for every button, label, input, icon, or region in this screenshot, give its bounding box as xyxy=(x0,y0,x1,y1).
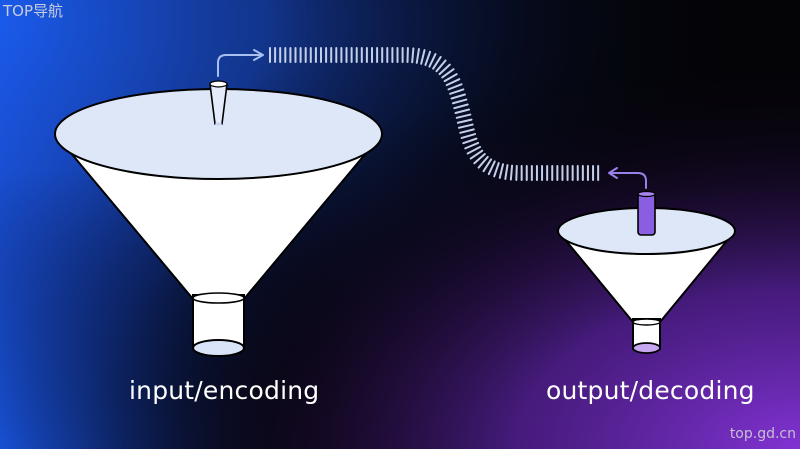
input-encoding-label: input/encoding xyxy=(129,376,320,405)
stream-dash xyxy=(477,155,489,169)
stream-dash xyxy=(509,164,514,181)
stream-dash xyxy=(464,141,480,150)
output-decoding-label: output/decoding xyxy=(546,376,755,405)
stream-dash xyxy=(450,93,466,100)
stream-dash xyxy=(487,160,496,176)
stream-dash xyxy=(469,149,484,160)
stream-dash xyxy=(473,153,486,165)
watermark-top-left: TOP导航 xyxy=(3,2,64,20)
output-rod xyxy=(637,193,656,236)
input-funnel xyxy=(54,49,383,357)
stream-dash xyxy=(443,73,458,83)
stream-dash xyxy=(493,162,500,178)
input-arrow-head xyxy=(253,49,264,61)
data-stream xyxy=(269,47,600,181)
stream-dash xyxy=(451,98,468,105)
stream-dash xyxy=(447,83,463,91)
output-funnel-spout-top xyxy=(632,318,661,326)
stream-dash xyxy=(462,137,478,145)
stream-dash xyxy=(454,108,471,114)
stream-dash xyxy=(445,78,461,87)
stream-dash xyxy=(453,103,469,110)
stream-dash xyxy=(466,146,482,155)
output-funnel-spout-opening xyxy=(632,342,661,354)
stream-dash xyxy=(420,49,426,65)
output-funnel xyxy=(557,167,736,354)
input-arrow-line xyxy=(217,54,263,77)
watermark-bottom-right: top.gd.cn xyxy=(729,426,796,442)
stream-dash xyxy=(482,158,493,173)
stream-dash xyxy=(459,128,475,134)
input-vial-tip xyxy=(215,122,222,126)
stream-dash xyxy=(438,63,451,76)
stream-dash xyxy=(435,59,447,73)
input-vial-top xyxy=(209,80,228,88)
output-arrow-head xyxy=(608,167,618,179)
stream-dash xyxy=(504,164,509,180)
stream-dash xyxy=(456,118,473,124)
stream-dash xyxy=(449,88,465,95)
input-funnel-spout-top xyxy=(192,292,245,304)
stream-dash xyxy=(498,163,504,179)
output-rod-top xyxy=(637,190,656,198)
stream-dash xyxy=(411,47,415,64)
stream-dash xyxy=(455,113,472,119)
output-arrow-line xyxy=(609,172,647,189)
stream-dash xyxy=(424,50,432,66)
input-funnel-spout-opening xyxy=(192,339,245,357)
stream-dash xyxy=(460,133,477,139)
stream-dash xyxy=(415,48,420,64)
stream-dash xyxy=(432,55,442,70)
stream-dash xyxy=(428,53,437,68)
stream-dash xyxy=(441,68,455,79)
stream-dash xyxy=(458,123,474,129)
